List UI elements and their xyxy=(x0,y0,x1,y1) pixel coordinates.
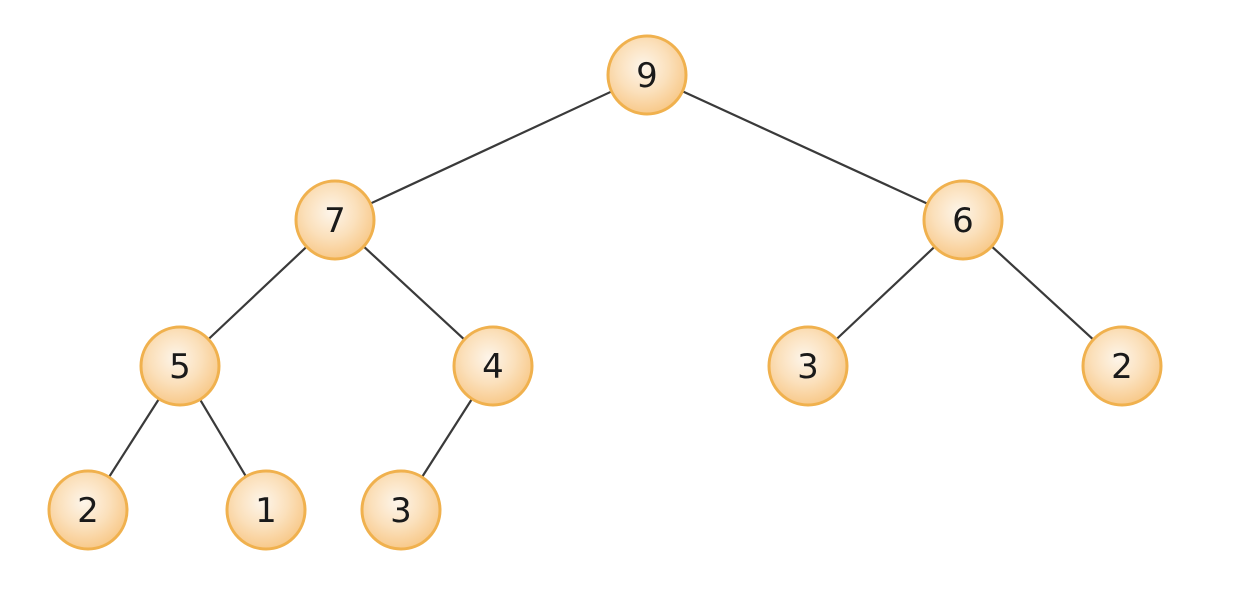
tree-node-value: 3 xyxy=(797,347,819,387)
tree-node-n3a: 3 xyxy=(767,325,849,407)
tree-node-circle xyxy=(922,179,1004,261)
tree-node-n2a: 2 xyxy=(1081,325,1163,407)
tree-node-n9: 9 xyxy=(606,34,688,116)
tree-node-circle xyxy=(47,469,129,551)
tree-edge-n6-n3a xyxy=(835,245,936,341)
tree-node-circle xyxy=(606,34,688,116)
tree-node-n2b: 2 xyxy=(47,469,129,551)
tree-node-circle xyxy=(452,325,534,407)
tree-node-n5: 5 xyxy=(139,325,221,407)
tree-node-n6: 6 xyxy=(922,179,1004,261)
tree-edge-n5-n1 xyxy=(198,398,248,478)
tree-node-n4: 4 xyxy=(452,325,534,407)
tree-node-circle xyxy=(225,469,307,551)
tree-node-value: 2 xyxy=(1111,347,1133,387)
tree-edge-n7-n5 xyxy=(207,245,308,341)
tree-node-circle xyxy=(1081,325,1163,407)
tree-node-n3b: 3 xyxy=(360,469,442,551)
tree-edges xyxy=(107,90,1095,479)
tree-node-value: 2 xyxy=(77,491,99,531)
tree-node-value: 3 xyxy=(390,491,412,531)
tree-edge-n5-n2b xyxy=(107,397,161,479)
tree-node-circle xyxy=(360,469,442,551)
tree-node-value: 7 xyxy=(324,201,346,241)
tree-node-value: 4 xyxy=(482,347,504,387)
tree-node-circle xyxy=(294,179,376,261)
tree-node-value: 9 xyxy=(636,56,658,96)
tree-node-circle xyxy=(139,325,221,407)
tree-edge-n9-n7 xyxy=(369,90,613,205)
tree-edge-n9-n6 xyxy=(681,90,929,205)
tree-node-circle xyxy=(767,325,849,407)
tree-node-value: 6 xyxy=(952,201,974,241)
tree-edge-n7-n4 xyxy=(362,245,466,341)
tree-node-n1: 1 xyxy=(225,469,307,551)
tree-node-value: 5 xyxy=(169,347,191,387)
tree-node-value: 1 xyxy=(255,491,277,531)
tree-edge-n6-n2a xyxy=(990,245,1095,341)
tree-edge-n4-n3b xyxy=(420,397,474,479)
tree-node-n7: 7 xyxy=(294,179,376,261)
tree-nodes: 9 7 6 5 4 3 2 2 1 3 xyxy=(47,34,1163,551)
